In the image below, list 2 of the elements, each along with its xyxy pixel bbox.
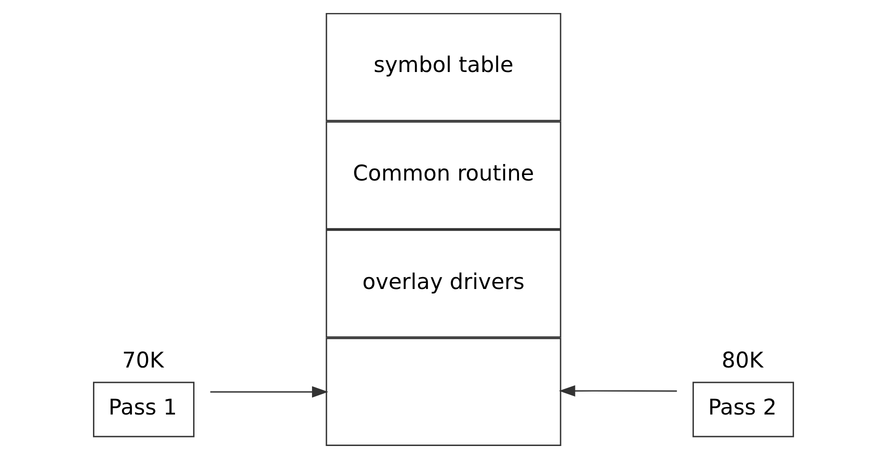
node-label: 70K xyxy=(122,348,164,374)
node-label: 80K xyxy=(722,348,764,374)
